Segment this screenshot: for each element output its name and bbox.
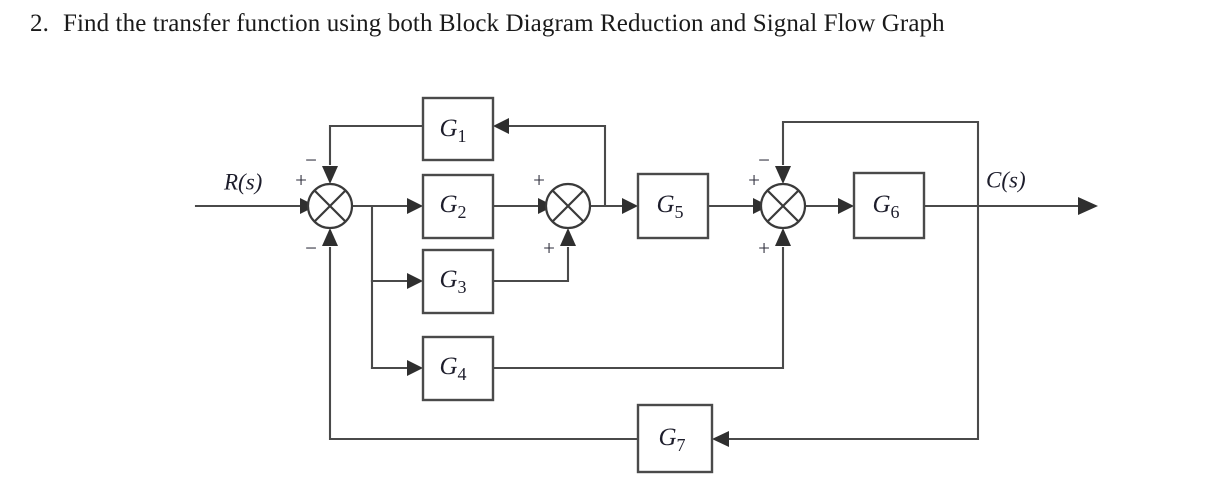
arrowhead-split-g4	[407, 360, 423, 376]
arrowhead-sum2-g5	[622, 198, 638, 214]
block-g6-label: G6	[872, 191, 899, 222]
io-label-layer: R(s) C(s)	[223, 167, 1026, 194]
arrowhead-g4-sum3	[775, 228, 791, 246]
wire-g3-to-sum2-bottom	[491, 246, 570, 283]
block-g2[interactable]: G2	[421, 173, 495, 240]
sign-s2-bottom: +	[543, 236, 555, 260]
block-g5[interactable]: G5	[636, 172, 710, 240]
summing-junction-s3-cross	[766, 189, 800, 223]
output-label-cs: C(s)	[986, 167, 1026, 192]
block-g3[interactable]: G3	[421, 248, 495, 315]
arrowhead-g3-sum2	[560, 228, 576, 246]
summing-junction-s2-cross	[551, 189, 585, 223]
wire-tap-to-g1-input	[568, 124, 607, 208]
question-statement: 2. Find the transfer function using both…	[30, 8, 1220, 39]
sign-s3-bottom: +	[758, 236, 770, 260]
block-g5-label: G5	[656, 191, 683, 222]
block-g1-label: G1	[439, 115, 466, 146]
sign-s1-left: +	[295, 168, 307, 192]
arrowhead-into-g1	[493, 118, 509, 134]
arrowhead-sum3-g6	[838, 198, 854, 214]
block-g2-rect	[421, 173, 495, 240]
wire-g4-to-sum3-bottom	[491, 246, 785, 370]
block-g4[interactable]: G4	[421, 335, 495, 402]
arrowhead-cs-output	[1078, 197, 1098, 215]
block-g5-rect	[636, 172, 710, 240]
block-g1[interactable]: G1	[421, 96, 495, 162]
wire-cs-to-sum3-top	[781, 120, 980, 208]
wire-g7-to-sum1-bottom	[328, 246, 640, 441]
summing-junction-layer: + − − + + + − +	[295, 148, 807, 260]
input-label-rs: R(s)	[223, 169, 262, 194]
block-g7-rect	[636, 403, 714, 474]
arrowhead-g1-sum1	[322, 166, 338, 184]
block-g7[interactable]: G7	[636, 403, 714, 474]
question-number: 2.	[30, 10, 49, 37]
sign-s1-bottom: −	[305, 236, 317, 260]
question-text: Find the transfer function using both Bl…	[62, 10, 945, 37]
block-g6-rect	[852, 171, 926, 240]
sign-s2-left: +	[533, 168, 545, 192]
summing-junction-s3[interactable]: + − +	[748, 148, 807, 260]
wire-layer	[194, 118, 1098, 447]
block-g4-label: G4	[439, 353, 466, 384]
arrowhead-split-g3	[407, 273, 423, 289]
wire-cs-to-g7-input	[728, 204, 980, 441]
sign-s3-top: −	[758, 148, 770, 172]
block-g1-rect	[421, 96, 495, 162]
block-g3-label: G3	[439, 266, 466, 297]
arrowhead-into-g7	[712, 431, 729, 447]
block-g4-rect	[421, 335, 495, 402]
summing-junction-s1[interactable]: + − −	[295, 148, 354, 260]
block-g3-rect	[421, 248, 495, 315]
arrowhead-g7-sum1	[322, 228, 338, 246]
block-g7-label: G7	[658, 424, 685, 455]
arrowhead-sum1-g2	[407, 198, 423, 214]
summing-junction-s2[interactable]: + +	[533, 168, 592, 260]
block-diagram: G1 G2 G3 G4 G5	[0, 60, 1228, 504]
sign-s3-left: +	[748, 168, 760, 192]
summing-junction-s1-cross	[313, 189, 347, 223]
arrowhead-cs-sum3	[775, 166, 791, 184]
sign-s1-top: −	[305, 148, 317, 172]
wire-g1-to-sum1-top	[328, 124, 425, 166]
block-g6[interactable]: G6	[852, 171, 926, 240]
block-layer: G1 G2 G3 G4 G5	[421, 96, 926, 474]
block-g2-label: G2	[439, 191, 466, 222]
